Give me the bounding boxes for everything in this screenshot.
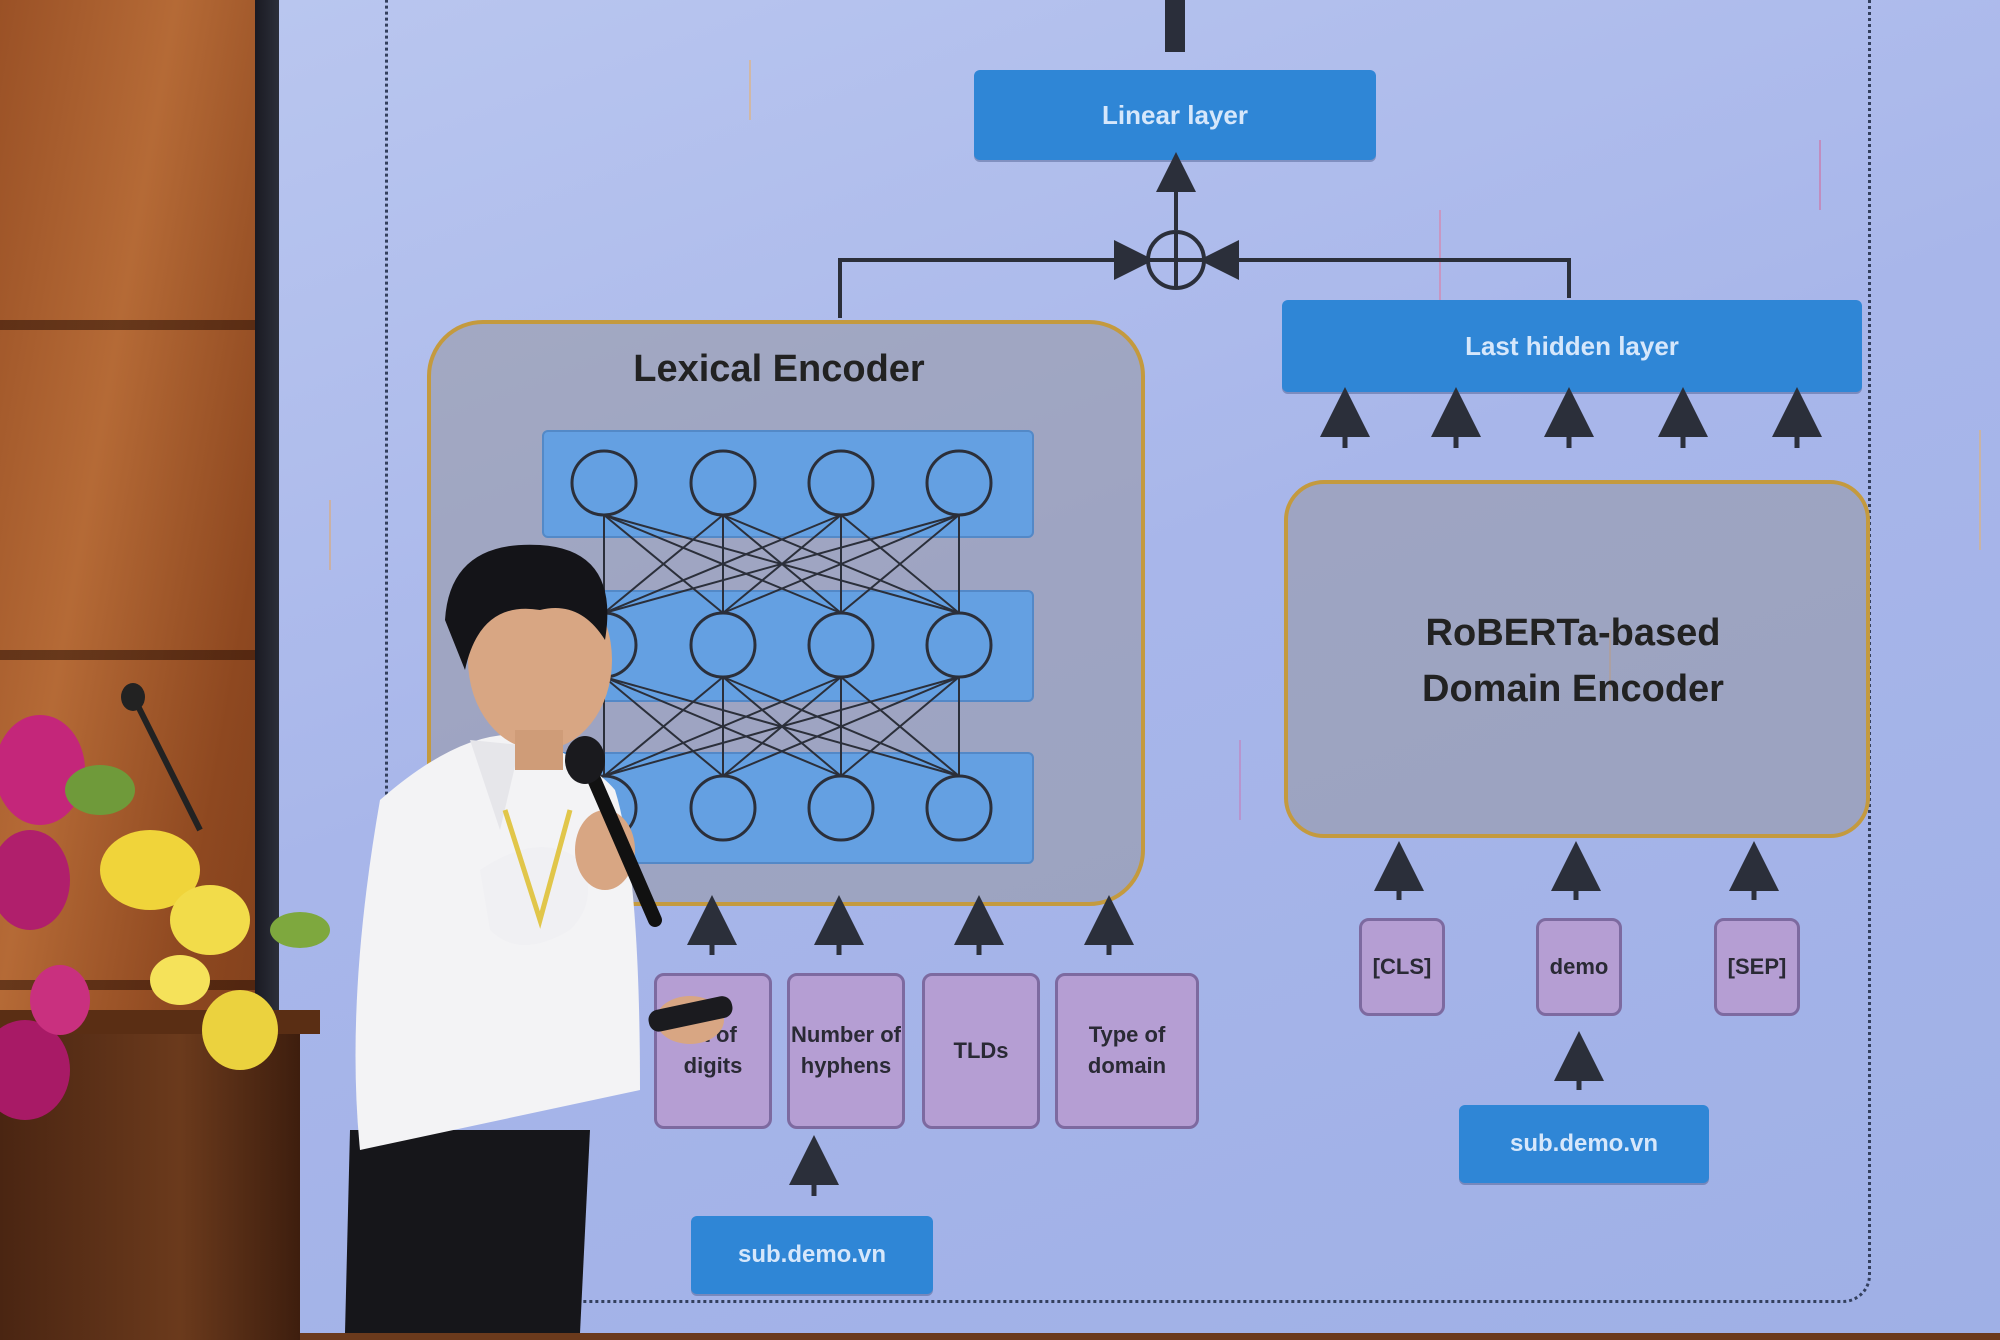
feature-box-domain-type: Type of domain — [1055, 973, 1199, 1129]
feature-label-line1: TLDs — [953, 1037, 1009, 1063]
projection-screen: Linear layer Last hidden layer Lexical E… — [279, 0, 2000, 1333]
feature-label-line2: hyphens — [800, 1053, 892, 1078]
token-box-sep: [SEP] — [1714, 918, 1800, 1016]
feature-label-line1: Type of — [1088, 1022, 1166, 1048]
feature-label-line1: Number of — [791, 1022, 901, 1048]
input-left-label: sub.demo.vn — [737, 1241, 887, 1268]
domain-encoder-title-line2: Domain Encoder — [1422, 668, 1724, 710]
microphone-icon — [565, 736, 662, 927]
up-arrows-hidden — [1320, 387, 1822, 448]
podium-microphone-icon — [121, 683, 203, 832]
last-hidden-layer-box: Last hidden layer — [1282, 300, 1862, 392]
last-hidden-layer-label: Last hidden layer — [1465, 330, 1679, 361]
feature-label-line2: domain — [1087, 1053, 1167, 1078]
domain-encoder-title: RoBERTa-based Domain Encoder — [1284, 605, 1862, 717]
token-box-cls: [CLS] — [1359, 918, 1445, 1016]
feature-label-line2: digits — [683, 1053, 743, 1078]
input-box-right: sub.demo.vn — [1459, 1105, 1709, 1183]
token-box-demo: demo — [1536, 918, 1622, 1016]
up-arrows-tokens — [1374, 841, 1779, 1090]
arrow-lexical-to-concat — [838, 240, 1154, 318]
domain-encoder-title-line1: RoBERTa-based — [1425, 612, 1721, 654]
glitch-line — [1819, 140, 1821, 210]
feature-box-tlds: TLDs — [922, 973, 1040, 1129]
presenter-remote-icon — [648, 996, 733, 1032]
glitch-line — [329, 500, 331, 570]
glitch-line — [1239, 740, 1241, 820]
lexical-encoder-title: Lexical Encoder — [633, 348, 925, 390]
linear-layer-label: Linear layer — [1102, 99, 1248, 130]
mlp-edges — [603, 514, 960, 777]
glitch-line — [1439, 210, 1441, 300]
up-arrows-features — [687, 895, 1134, 1196]
feature-box-hyphens: Number of hyphens — [787, 973, 905, 1129]
output-connector — [1165, 0, 1185, 52]
input-right-label: sub.demo.vn — [1509, 1130, 1659, 1157]
linear-layer-box: Linear layer — [974, 70, 1376, 160]
glitch-line — [1979, 430, 1981, 550]
flower-arrangement — [0, 715, 330, 1120]
domain-encoder-box — [1284, 480, 1870, 838]
input-box-left: sub.demo.vn — [691, 1216, 933, 1294]
glitch-line — [749, 60, 751, 120]
arrow-domain-to-concat — [1199, 240, 1571, 298]
presenter — [345, 544, 724, 1333]
